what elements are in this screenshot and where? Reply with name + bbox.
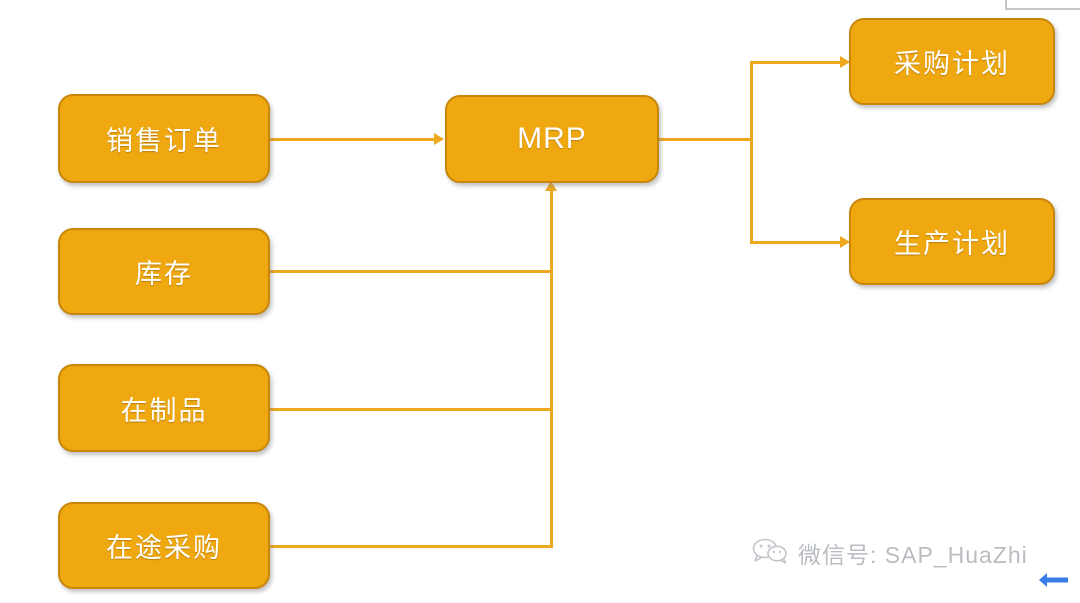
node-in-transit-purchase[interactable]: 在途采购 — [58, 502, 270, 589]
node-label-purchase-plan: 采购计划 — [894, 49, 1010, 79]
back-arrow-icon[interactable] — [1036, 570, 1070, 590]
watermark: 微信号: SAP_HuaZhi — [752, 536, 1028, 570]
watermark-text: 微信号: SAP_HuaZhi — [798, 542, 1028, 568]
node-mrp[interactable]: MRP — [445, 95, 659, 183]
node-label-sales-order: 销售订单 — [106, 126, 222, 156]
node-label-mrp: MRP — [517, 122, 587, 155]
node-label-in-transit-purchase: 在途采购 — [106, 533, 222, 563]
corner-frame-fragment — [1005, 0, 1080, 10]
node-work-in-progress[interactable]: 在制品 — [58, 364, 270, 452]
edge-branch-splitter — [750, 61, 753, 244]
edge-mrp-to-branch-stem — [659, 138, 753, 141]
arrow-head-to-purchase-plan — [840, 56, 850, 68]
arrow-head-trunk-to-mrp — [545, 181, 557, 191]
node-label-inventory: 库存 — [135, 259, 193, 289]
node-label-production-plan: 生产计划 — [894, 229, 1010, 259]
node-purchase-plan[interactable]: 采购计划 — [849, 18, 1055, 105]
wechat-icon — [752, 538, 788, 569]
arrow-head-sales-order-to-mrp — [434, 133, 444, 145]
arrow-head-to-production-plan — [840, 236, 850, 248]
edge-trunk-vertical-to-mrp — [550, 190, 553, 547]
node-inventory[interactable]: 库存 — [58, 228, 270, 315]
node-label-work-in-progress: 在制品 — [120, 395, 208, 426]
edge-in-transit-to-trunk — [270, 545, 553, 548]
node-sales-order[interactable]: 销售订单 — [58, 94, 270, 183]
edge-sales-order-to-mrp — [270, 138, 435, 141]
edge-wip-to-trunk — [270, 408, 553, 411]
edge-branch-to-production-plan — [750, 241, 842, 244]
edge-branch-to-purchase-plan — [750, 61, 842, 64]
edge-inventory-to-trunk — [270, 270, 553, 273]
node-production-plan[interactable]: 生产计划 — [849, 198, 1055, 285]
